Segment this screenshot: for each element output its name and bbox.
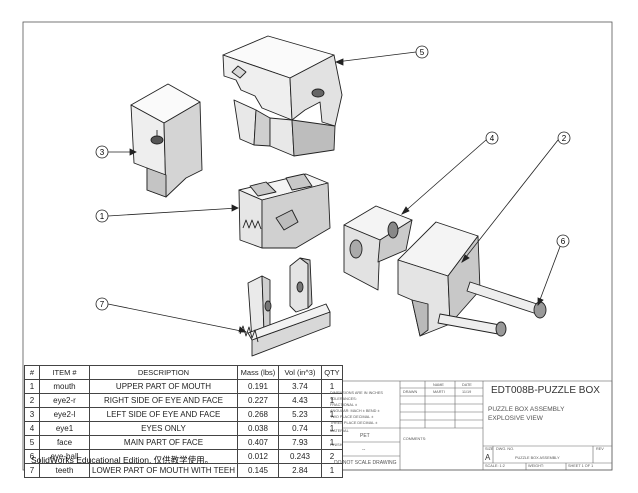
bom-cell: LEFT SIDE OF EYE AND FACE [89,407,238,422]
balloon-1: 1 [95,209,109,223]
bom-cell: 0.191 [236,379,279,394]
bom-cell: mouth [39,379,90,394]
dwg-no-label: DWG. NO. [496,447,515,451]
table-row: 1 mouth UPPER PART OF MOUTH 0.191 3.74 1 [24,379,343,394]
part-face [222,35,343,157]
bom-cell: RIGHT SIDE OF EYE AND FACE [89,393,238,408]
bom-cell: eye2-l [39,407,90,422]
bom-cell: 3 [24,407,40,422]
bom-cell: 0.227 [236,393,279,408]
tolerance-note: ANGULAR: MACH ± BEND ± [330,409,380,413]
bom-cell: 4 [24,421,40,436]
bom-cell: 0.038 [236,421,279,436]
bom-cell: 0.012 [236,449,279,464]
bom-cell: face [39,435,90,450]
tolerance-note: THREE PLACE DECIMAL ± [330,421,378,425]
finish-value: -- [362,447,366,453]
weight-label: WEIGHT: [528,464,544,468]
bom-header: Mass (lbs) [236,365,279,380]
bom-header: ITEM # [39,365,90,380]
material-label: MATERIAL [330,429,349,433]
name-column-label: NAME [433,383,444,387]
table-row: 7 teeth LOWER PART OF MOUTH WITH TEEH 0.… [24,463,343,478]
scale-value: SCALE: 1:2 [485,464,505,468]
svg-text:1: 1 [100,212,105,221]
part-eye2-l [130,83,203,198]
balloon-2: 2 [557,131,571,145]
balloon-4: 4 [485,131,499,145]
bom-cell: MAIN PART OF FACE [89,435,238,450]
svg-text:7: 7 [100,300,105,309]
svg-text:6: 6 [561,237,566,246]
part-teeth [239,257,331,357]
bom-cell: 0.407 [236,435,279,450]
bom-cell: LOWER PART OF MOUTH WITH TEEH [89,463,238,478]
table-row: 3 eye2-l LEFT SIDE OF EYE AND FACE 0.268… [24,407,343,422]
table-row: 5 face MAIN PART OF FACE 0.407 7.93 1 [24,435,343,450]
bom-cell: 3.74 [277,379,322,394]
bom-header: # [24,365,40,380]
drawn-by-name: MARTI [433,390,445,394]
size-value: A [485,453,491,462]
size-label: SIZE [485,447,494,451]
dwg-no-value: PUZZLE BOX ASSEMBLY [515,456,560,460]
material-value: PET [360,433,370,439]
tolerance-note: TWO PLACE DECIMAL ± [330,415,374,419]
bom-cell: eye1 [39,421,90,436]
date-column-label: DATE [462,383,472,387]
bom-cell: 5 [24,435,40,450]
bom-cell: 7.93 [277,435,322,450]
bom-cell: 0.268 [236,407,279,422]
bom-cell: 0.145 [236,463,279,478]
sheet-number: SHEET 1 OF 1 [568,464,594,468]
leader-lines [107,51,562,333]
do-not-scale-note: DO NOT SCALE DRAWING [334,460,397,466]
bom-header-row: # ITEM # DESCRIPTION Mass (lbs) Vol (in^… [24,365,343,380]
bom-cell: EYES ONLY [89,421,238,436]
bom-cell: UPPER PART OF MOUTH [89,379,238,394]
part-eye2-r [397,221,481,337]
educational-watermark: SolidWorks Educational Edition. 仅供教学使用。 [31,455,214,465]
bom-cell: eye2-r [39,393,90,408]
part-mouth [238,173,331,249]
table-row: 4 eye1 EYES ONLY 0.038 0.74 1 [24,421,343,436]
bom-cell: 5.23 [277,407,322,422]
svg-text:2: 2 [562,134,567,143]
bom-cell: 1 [24,379,40,394]
balloon-5: 5 [415,45,429,59]
bom-cell: 2 [24,393,40,408]
tolerance-note: TOLERANCES: [330,397,357,401]
svg-text:3: 3 [100,148,105,157]
drawn-date: 11/19 [462,390,472,394]
part-eye1 [343,205,413,291]
drawing-title: EDT008B-PUZZLE BOX [491,385,600,396]
balloon-3: 3 [95,145,109,159]
bom-header: DESCRIPTION [89,365,238,380]
bom-cell: 4.43 [277,393,322,408]
bom-header: QTY [320,365,343,380]
bill-of-materials: # ITEM # DESCRIPTION Mass (lbs) Vol (in^… [24,365,343,478]
bom-header: Vol (in^3) [277,365,322,380]
drawing-subtitle: PUZZLE BOX ASSEMBLY [488,406,565,413]
table-row: 2 eye2-r RIGHT SIDE OF EYE AND FACE 0.22… [24,393,343,408]
balloon-6: 6 [556,234,570,248]
drawn-label: DRAWN [403,390,418,394]
svg-text:5: 5 [420,48,425,57]
tolerance-note: FRACTIONAL ± [330,403,358,407]
bom-cell: 0.243 [277,449,322,464]
bom-cell: 2.84 [277,463,322,478]
rev-label: REV [596,447,604,451]
bom-cell: teeth [39,463,90,478]
drawing-subtitle: EXPLOSIVE VIEW [488,415,543,422]
comments-label: COMMENTS: [403,437,427,441]
bom-cell: 0.74 [277,421,322,436]
balloon-7: 7 [95,297,109,311]
finish-label: FINISH [330,443,343,447]
bom-cell: 1 [320,463,343,478]
svg-text:4: 4 [490,134,495,143]
tolerance-note: DIMENSIONS ARE IN INCHES [330,391,383,395]
